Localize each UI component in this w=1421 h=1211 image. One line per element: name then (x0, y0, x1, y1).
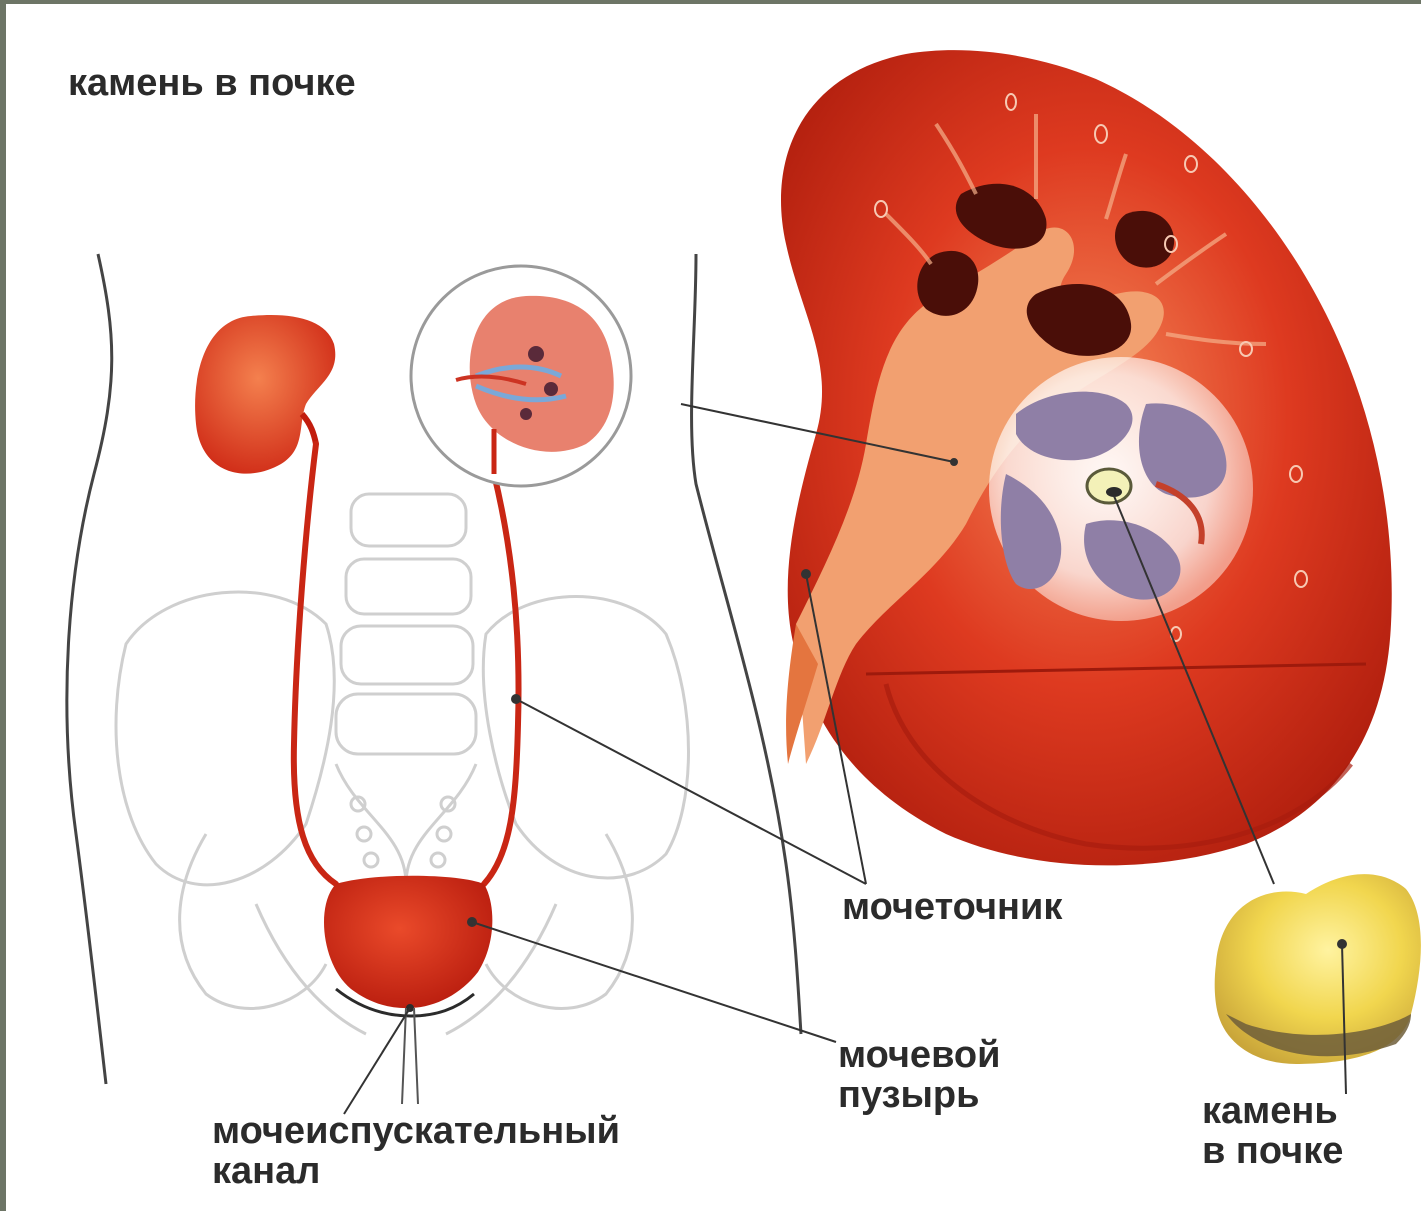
bladder (324, 876, 492, 1104)
diagram-title: камень в почке (68, 64, 356, 102)
urethra-label-line2: канал (212, 1152, 320, 1190)
anatomy-illustration (6, 4, 1421, 1211)
kidney-stone-sample (1215, 874, 1421, 1064)
kidney-stone-label-line2: в почке (1202, 1132, 1343, 1170)
small-magnifier (411, 266, 631, 486)
large-magnifier (989, 357, 1253, 621)
urethra-label-line1: мочеиспускательный (212, 1112, 620, 1150)
ureter-label: мочеточник (842, 888, 1062, 926)
bladder-label-line2: пузырь (838, 1076, 980, 1114)
bladder-label-line1: мочевой (838, 1036, 1001, 1074)
kidney-stone-label-line1: камень (1202, 1092, 1338, 1130)
